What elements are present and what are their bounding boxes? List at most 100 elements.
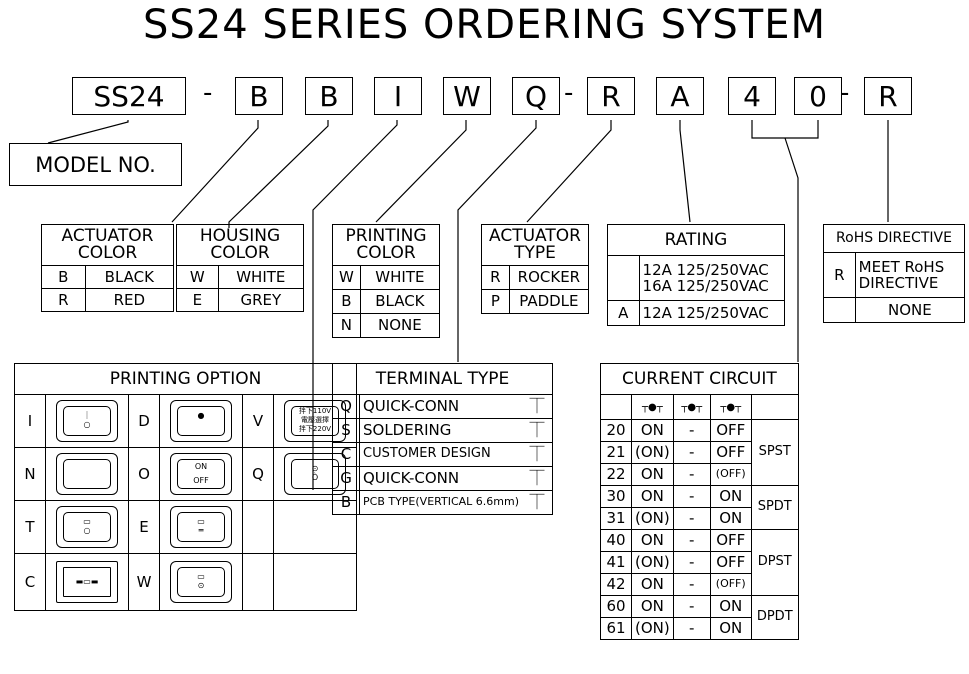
switch-symbol-icon: ┬●┬	[631, 394, 674, 420]
terminal-icon: ⏉	[522, 466, 553, 491]
circuit-pos: (OFF)	[709, 573, 752, 596]
circuit-pos: OFF	[709, 551, 752, 574]
value-cell: ROCKER	[508, 265, 590, 290]
circuit-code: 42	[600, 573, 632, 596]
switch-symbol-icon: ┬●┬	[709, 394, 752, 420]
circuit-pos: ON	[631, 463, 674, 486]
switch-icon: ▭⊙	[170, 561, 232, 603]
circuit-pos: -	[672, 441, 711, 464]
code-box-circuit-2: 0	[794, 77, 842, 115]
value-cell: WHITE	[359, 265, 441, 290]
option-image: ▭○	[45, 500, 129, 554]
circuit-code: 31	[600, 507, 632, 530]
current-circuit-header: CURRENT CIRCUIT	[600, 363, 799, 395]
circuit-pos: ON	[631, 595, 674, 618]
option-image: ▭⊙	[159, 553, 243, 611]
v-text: 拌下220V	[298, 425, 332, 434]
code-cell: G	[332, 466, 360, 491]
option-image: ▬▭▬	[45, 553, 129, 611]
code-cell	[823, 297, 856, 323]
value-cell: GREY	[217, 288, 305, 312]
code-cell: B	[41, 265, 86, 289]
code-cell: N	[332, 313, 361, 338]
option-code: T	[14, 500, 46, 554]
circuit-pos: (ON)	[631, 617, 674, 640]
circuit-pos: ON	[709, 595, 752, 618]
code-cell: R	[41, 288, 86, 312]
value-cell: CUSTOMER DESIGN	[359, 442, 522, 467]
circuit-pos: OFF	[709, 441, 752, 464]
circuit-pos: ON	[631, 419, 674, 442]
circuit-code: 20	[600, 419, 632, 442]
circuit-pos: -	[672, 507, 711, 530]
value-cell: BLACK	[359, 289, 441, 314]
code-cell: S	[332, 418, 360, 443]
code-dash: -	[564, 78, 574, 108]
circuit-pos: -	[672, 419, 711, 442]
circuit-code: 60	[600, 595, 632, 618]
option-code: C	[14, 553, 46, 611]
code-box-printing-option: I	[374, 77, 422, 115]
code-cell: R	[823, 252, 856, 298]
code-dash: -	[203, 78, 213, 108]
rating-line: 12A 125/250VAC	[642, 260, 769, 279]
terminal-icon: ⏉	[522, 442, 553, 467]
v-text: 拌下110V	[298, 406, 332, 415]
code-cell: C	[332, 442, 360, 467]
option-code: D	[128, 394, 160, 448]
switch-icon: ▭○	[56, 506, 118, 548]
code-cell: W	[176, 265, 219, 289]
on-text: ON	[194, 461, 208, 471]
switch-face: ▭═	[177, 512, 225, 542]
code-cell: A	[607, 300, 640, 326]
circuit-group: DPST	[750, 529, 799, 596]
value-cell: RED	[84, 288, 175, 312]
v-text: 電壓選擇	[301, 416, 329, 425]
code-cell: Q	[332, 394, 360, 419]
rohs-header: RoHS DIRECTIVE	[823, 224, 965, 253]
circuit-group: DPDT	[750, 595, 799, 640]
empty-cell	[273, 553, 357, 611]
value-cell: PADDLE	[508, 289, 590, 314]
switch-face	[63, 459, 111, 489]
value-cell: PCB TYPE(VERTICAL 6.6mm)	[359, 490, 522, 515]
value-cell: BLACK	[84, 265, 175, 289]
switch-face: ▬▭▬	[63, 567, 111, 597]
option-code: W	[128, 553, 160, 611]
switch-icon: ｜○	[56, 400, 118, 442]
page-title: SS24 SERIES ORDERING SYSTEM	[142, 2, 827, 48]
switch-face: ▭⊙	[177, 567, 225, 597]
rating-value-cell: 12A 125/250VAC	[638, 300, 786, 326]
option-code: E	[128, 500, 160, 554]
terminal-type-header: TERMINAL TYPE	[332, 363, 553, 395]
code-cell: P	[481, 289, 510, 314]
circuit-pos: (ON)	[631, 551, 674, 574]
circuit-pos: -	[672, 595, 711, 618]
off-text: OFF	[193, 475, 209, 485]
option-code: V	[242, 394, 274, 448]
switch-face: ●	[177, 406, 225, 436]
circuit-pos: ON	[709, 507, 752, 530]
option-image: ●	[159, 394, 243, 448]
option-image: ｜○	[45, 394, 129, 448]
option-code: O	[128, 447, 160, 501]
switch-icon: ●	[170, 400, 232, 442]
circuit-group: SPST	[750, 419, 799, 486]
switch-icon	[56, 453, 118, 495]
code-cell: W	[332, 265, 361, 290]
circuit-pos: -	[672, 485, 711, 508]
circuit-pos: (ON)	[631, 507, 674, 530]
rating-header: RATING	[607, 224, 785, 256]
